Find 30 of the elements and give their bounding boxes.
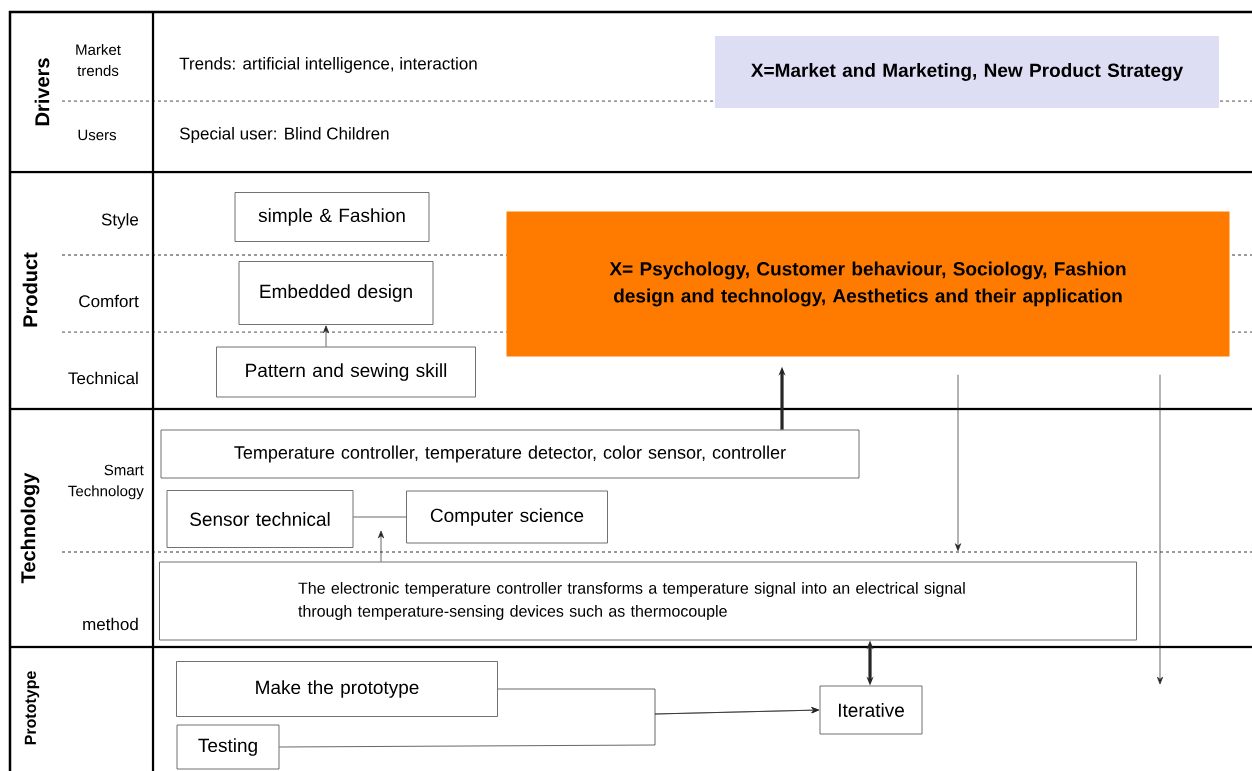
highlight-box: X=Market and Marketing, New Product Strategy bbox=[715, 36, 1219, 108]
process-box: Iterative bbox=[819, 685, 923, 735]
process-box: The electronic temperature controller transforms a temperature signal into an electrical signal through temperature-sensing devices such as thermocouple bbox=[159, 561, 1137, 641]
process-box: Pattern and sewing skill bbox=[216, 346, 476, 398]
row-heading: Prototype bbox=[24, 671, 40, 745]
highlight-box: X= Psychology, Customer behaviour, Sociology, Fashion design and technology, Aesthetics and their application bbox=[506, 211, 1230, 357]
arrow bbox=[377, 530, 385, 562]
arrow bbox=[279, 707, 819, 748]
row-label: Smart Technology bbox=[68, 464, 144, 500]
row-label: Comfort bbox=[79, 294, 139, 308]
arrow bbox=[1156, 374, 1164, 685]
row-label: method bbox=[83, 617, 138, 631]
process-box: simple & Fashion bbox=[234, 192, 430, 242]
cell-text: Special user: Blind Children bbox=[179, 127, 389, 143]
row-heading: Technology bbox=[20, 472, 40, 584]
row-label: Style bbox=[101, 213, 139, 229]
row-heading: Product bbox=[22, 252, 38, 327]
arrow bbox=[322, 325, 330, 347]
process-box: Temperature controller, temperature detector, color sensor, controller bbox=[160, 429, 860, 479]
process-box: Computer science bbox=[406, 490, 608, 544]
row-label: Market trends bbox=[76, 44, 121, 76]
cell-text: Trends: artificial intelligence, interaction bbox=[179, 57, 477, 73]
process-box: Testing bbox=[176, 724, 280, 770]
process-box: Embedded design bbox=[238, 261, 434, 325]
process-box: Make the prototype bbox=[176, 661, 498, 717]
row-label: Users bbox=[78, 129, 117, 141]
process-box: Sensor technical bbox=[166, 490, 354, 548]
row-label: Technical bbox=[68, 371, 138, 385]
row-heading: Drivers bbox=[34, 58, 50, 126]
arrow bbox=[954, 374, 962, 551]
